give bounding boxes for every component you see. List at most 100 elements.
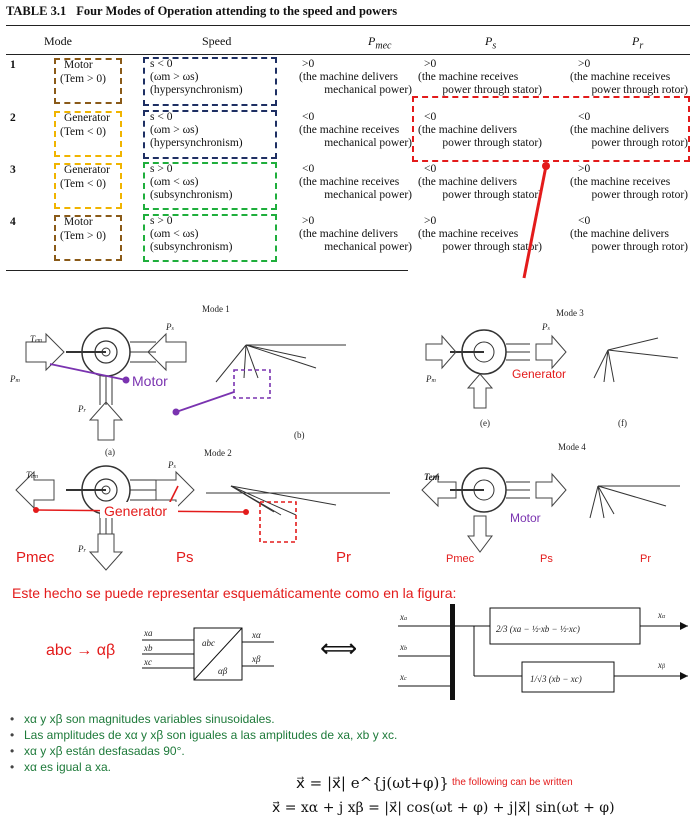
mode-1-2-diagram: Mode 1 Tem Pm Ps Pr (a) <box>9 304 390 571</box>
mode3-label-e: (e) <box>480 418 490 428</box>
mode-1-2-figure: Mode 1 Tem Pm Ps Pr (a) <box>6 290 398 572</box>
section-heading: Este hecho se puede representar esquemát… <box>12 585 457 601</box>
svg-text:Ps: Ps <box>541 322 551 332</box>
row-pmec-text2: mechanical power) <box>324 137 412 149</box>
row4-speed-highlight <box>143 214 277 262</box>
row1-mode-highlight <box>54 58 122 104</box>
mode1-motor-label: Motor <box>132 373 168 389</box>
row-pr-text2: power through rotor) <box>591 189 688 201</box>
row-pmec-sign: >0 <box>302 58 315 70</box>
svg-text:1/√3 (xb − xc): 1/√3 (xb − xc) <box>530 674 582 684</box>
block-output-beta: xβ <box>251 654 261 664</box>
row-ps-text: (the machine receives <box>418 71 519 83</box>
table-top-rule <box>6 25 690 26</box>
svg-text:xα: xα <box>657 610 666 620</box>
mode3-label-f: (f) <box>618 418 627 428</box>
row-pr-text: (the machine delivers <box>570 228 669 240</box>
row-slip: s > 0 <box>150 163 173 175</box>
row-mode-name: Motor <box>64 216 93 228</box>
row-ps-text2: power through stator) <box>442 137 542 149</box>
row-pmec-text: (the machine delivers <box>299 71 398 83</box>
red-pointer-arrow <box>522 162 550 279</box>
block-abc-text: abc <box>202 638 215 648</box>
svg-text:Tem: Tem <box>26 470 39 480</box>
row2-power-highlight <box>412 96 690 162</box>
mode3-title: Mode 3 <box>556 308 584 318</box>
row-speed-relation: (ωm > ωs) <box>150 124 199 136</box>
block-input-b: xb <box>143 643 153 653</box>
row-mode-torque: (Tem < 0) <box>60 178 106 190</box>
row-pmec-text: (the machine delivers <box>299 228 398 240</box>
block-output-alpha: xα <box>251 630 261 640</box>
svg-text:Pm: Pm <box>9 374 21 384</box>
row-mode-torque: (Tem > 0) <box>60 73 106 85</box>
row-pr-text2: power through rotor) <box>591 241 688 253</box>
svg-text:Pr: Pr <box>77 544 87 554</box>
row-ps-sign: >0 <box>424 58 437 70</box>
row-mode-name: Generator <box>64 112 110 124</box>
svg-text:xβ: xβ <box>657 660 665 670</box>
row-speed-relation: (ωm > ωs) <box>150 71 199 83</box>
row-slip: s < 0 <box>150 111 173 123</box>
row-ps-text: (the machine receives <box>418 228 519 240</box>
row-mode-torque: (Tem < 0) <box>60 126 106 138</box>
row-sync-mode: (subsynchronism) <box>150 189 233 201</box>
svg-text:Pm: Pm <box>425 374 437 384</box>
mode4-machine-drawing <box>421 467 567 553</box>
row-ps-sign: <0 <box>424 111 437 123</box>
abc-to-alphabeta-label: abc → αβ <box>46 642 116 659</box>
col-header-pmec: Pmec <box>368 34 392 52</box>
col-header-pr: Pr <box>632 34 644 52</box>
abc-alphabeta-block: xa xb xc abc αβ xα xβ <box>142 627 274 681</box>
row-speed-relation: (ωm < ωs) <box>150 228 199 240</box>
mode1-machine-drawing: Tem Pm Ps Pr <box>9 322 187 441</box>
row-sync-mode: (subsynchronism) <box>150 241 233 253</box>
row-pmec-text: (the machine receives <box>299 176 400 188</box>
row-pmec-sign: >0 <box>302 215 315 227</box>
block-input-a: xa <box>143 628 153 638</box>
mode1-label-a: (a) <box>105 447 115 457</box>
mode3-generator-label: Generator <box>512 367 566 381</box>
row-slip: s > 0 <box>150 215 173 227</box>
row-number: 1 <box>10 59 16 71</box>
row-pr-sign: >0 <box>578 163 591 175</box>
bullet-list: •xα y xβ son magnitudes variables sinuso… <box>10 712 397 774</box>
row4-mode-highlight <box>54 215 122 261</box>
row-ps-text: (the machine delivers <box>418 124 517 136</box>
table-title: Four Modes of Operation attending to the… <box>76 4 398 18</box>
col-header-ps: Ps <box>485 34 497 52</box>
row-pmec-text: (the machine receives <box>299 124 400 136</box>
row2-speed-highlight <box>143 110 277 159</box>
row-pmec-text2: mechanical power) <box>324 189 412 201</box>
row-pmec-sign: <0 <box>302 163 315 175</box>
row-ps-sign: <0 <box>424 163 437 175</box>
row-pr-text: (the machine receives <box>570 176 671 188</box>
row-pr-text: (the machine receives <box>570 71 671 83</box>
row-ps-text2: power through stator) <box>442 189 542 201</box>
list-item: •xα y xβ son magnitudes variables sinuso… <box>10 712 275 726</box>
row-pr-sign: <0 <box>578 111 591 123</box>
mode2-pmec-label: Pmec <box>16 549 55 566</box>
mode4-pmec-label: Pmec <box>446 553 475 565</box>
svg-text:xc: xc <box>399 672 407 682</box>
row-pr-sign: <0 <box>578 215 591 227</box>
row-number: 2 <box>10 112 16 124</box>
mode1-title: Mode 1 <box>202 304 230 314</box>
mode-3-4-figure: Mode 3 Pm Ps (e) Generator (f) Mode 4 <box>418 290 690 572</box>
row-slip: s < 0 <box>150 58 173 70</box>
row-pmec-text2: mechanical power) <box>324 84 412 96</box>
row-mode-torque: (Tem > 0) <box>60 230 106 242</box>
mode2-ps-label: Ps <box>176 549 194 566</box>
row-speed-relation: (ωm < ωs) <box>150 176 199 188</box>
mode2-flux-highlight <box>259 501 297 543</box>
row-number: 4 <box>10 216 16 228</box>
svg-text:2/3 (xa − ½·xb − ½·xc): 2/3 (xa − ½·xb − ½·xc) <box>496 624 580 634</box>
row1-speed-highlight <box>143 57 277 106</box>
mode1-label-b: (b) <box>294 430 305 440</box>
mode4-ps-label: Ps <box>540 553 553 565</box>
row2-mode-highlight <box>54 111 122 157</box>
row-number: 3 <box>10 164 16 176</box>
mode1-flux-highlight <box>233 369 271 399</box>
list-item: •Las amplitudes de xα y xβ son iguales a… <box>10 728 398 742</box>
table-bottom-rule <box>6 270 408 271</box>
